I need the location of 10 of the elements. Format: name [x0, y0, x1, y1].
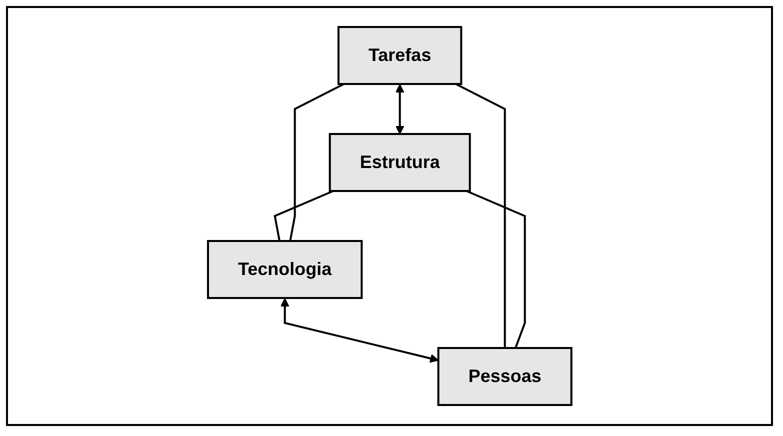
connector — [455, 83, 506, 348]
arrow — [280, 298, 439, 363]
node-box: Estrutura — [328, 133, 471, 192]
connector — [274, 190, 334, 242]
arrow — [395, 84, 404, 134]
connector — [466, 190, 526, 348]
node-box: Tarefas — [337, 26, 462, 85]
connector — [288, 83, 344, 242]
node-box: Tecnologia — [206, 240, 362, 299]
node-box: Pessoas — [437, 347, 572, 406]
